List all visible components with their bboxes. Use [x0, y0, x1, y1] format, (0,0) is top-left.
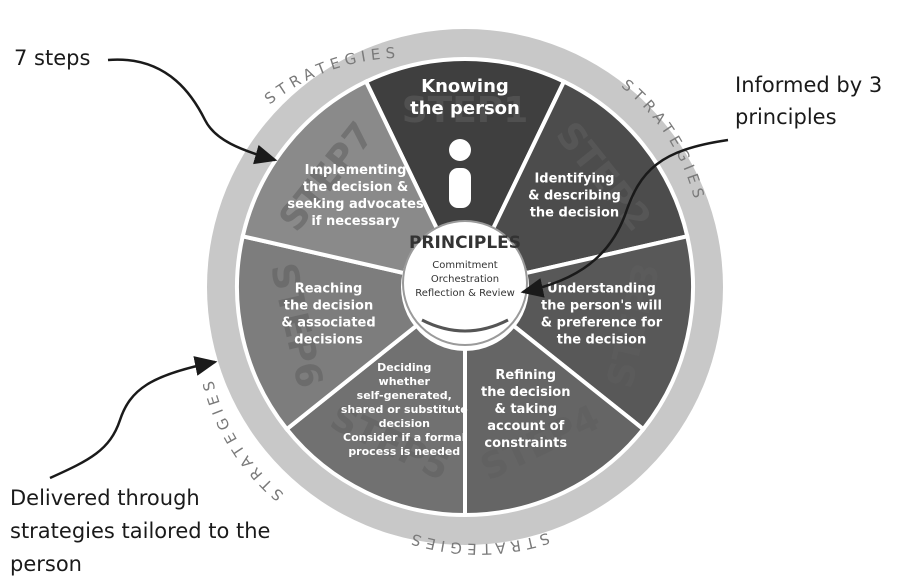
segment-5-text-line: Deciding	[377, 361, 431, 374]
segment-4	[463, 322, 647, 518]
segment-4-text-line: constraints	[484, 436, 567, 451]
segment-1-text-line: the person	[410, 98, 520, 119]
segment-6-text-line: Reaching	[295, 282, 363, 297]
segment-2-text-line: Identifying	[534, 172, 614, 187]
segment-5-text-line: whether	[379, 375, 431, 388]
callout-strategies-line-2: strategies tailored to the	[10, 519, 270, 543]
segment-7-text-line: seeking advocates	[287, 197, 424, 212]
segment-3-text-line: & preference for	[541, 316, 663, 331]
segment-3-text-line: Understanding	[547, 282, 656, 297]
segment-6-text-line: decisions	[294, 333, 363, 348]
segment-5	[283, 322, 467, 518]
hub-title: PRINCIPLES	[409, 233, 521, 253]
callout-principles-line-2: principles	[735, 105, 837, 129]
segment-7-text-line: if necessary	[311, 214, 400, 229]
segment-4-text-line: & taking	[494, 402, 557, 417]
callout-strategies-line-1: Delivered through	[10, 486, 200, 510]
callout-strategies-line-3: person	[10, 552, 82, 576]
hub-line-2: Orchestration	[431, 274, 499, 285]
hub-line-1: Commitment	[432, 260, 498, 271]
segment-6-text-line: the decision	[284, 299, 373, 314]
segment-3-text-line: the decision	[557, 333, 646, 348]
callout-principles-line-1: Informed by 3	[735, 73, 882, 97]
segment-4-text-line: the decision	[481, 385, 570, 400]
arrow-strategies	[49, 356, 218, 480]
segment-2-text-line: the decision	[530, 206, 619, 221]
arrow-principles	[520, 138, 729, 298]
person-icon	[449, 139, 471, 208]
segment-5-text-line: shared or substitute	[341, 403, 468, 416]
hub-arc-decoration	[421, 318, 509, 333]
callout-7-steps: 7 steps	[14, 46, 90, 70]
segment-6-text-line: & associated	[281, 316, 375, 331]
segment-4-text-line: account of	[487, 419, 564, 434]
segment-5-text-line: process is needed	[348, 445, 460, 458]
segment-6	[235, 233, 420, 432]
segment-3-text-line: the person's will	[541, 299, 662, 314]
segment-5-text-line: self-generated,	[357, 389, 452, 402]
segment-5-text-line: Consider if a formal	[343, 431, 465, 444]
segment-2-text-line: & describing	[528, 189, 621, 204]
segment-7-text-line: the decision &	[303, 180, 408, 195]
hub-line-3: Reflection & Review	[415, 288, 515, 299]
segment-5-text-line: decision	[379, 417, 430, 430]
segment-7-text-line: Implementing	[305, 163, 407, 178]
segment-4-text-line: Refining	[495, 368, 556, 383]
arrow-7-steps	[107, 58, 278, 165]
segment-1-step-label: STEP1	[402, 90, 529, 131]
segment-1-text-line: Knowing	[421, 76, 509, 97]
